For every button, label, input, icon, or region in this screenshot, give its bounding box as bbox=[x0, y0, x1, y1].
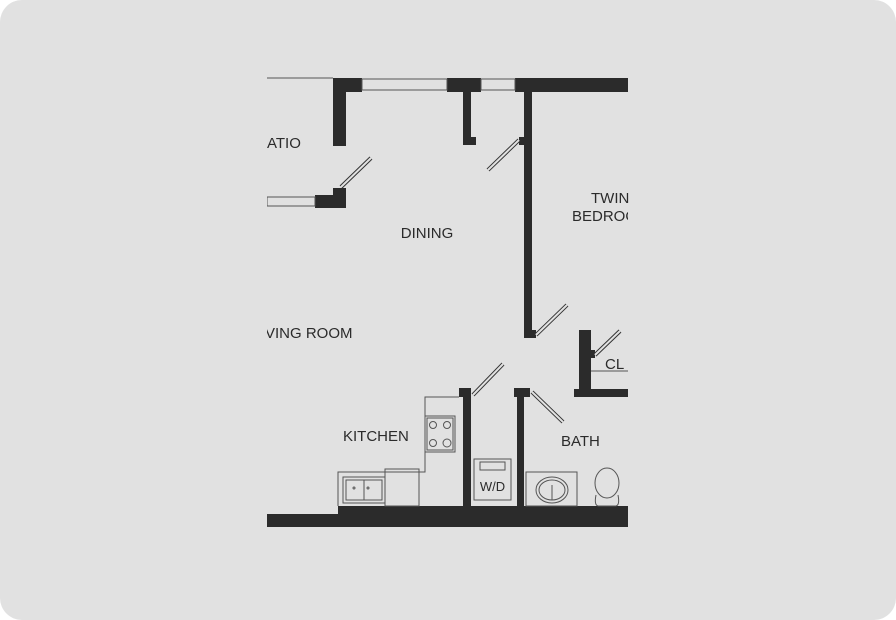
kitchen-sink-icon bbox=[342, 476, 386, 504]
room-label-twin-bedroom-2: BEDROO bbox=[572, 208, 637, 225]
windows bbox=[267, 78, 516, 207]
room-label-closet: CL bbox=[605, 356, 624, 373]
room-label-bath: BATH bbox=[561, 433, 600, 450]
room-label-dining: DINING bbox=[401, 225, 454, 242]
room-label-living-room: VING ROOM bbox=[265, 325, 353, 342]
walls bbox=[267, 78, 628, 527]
room-label-kitchen: KITCHEN bbox=[343, 428, 409, 445]
room-label-patio: ATIO bbox=[267, 135, 301, 152]
vanity-sink-icon bbox=[525, 471, 578, 507]
kitchen-counter bbox=[337, 396, 459, 506]
toilet-icon bbox=[594, 467, 620, 507]
refrigerator-icon bbox=[384, 468, 420, 507]
doors bbox=[339, 138, 622, 424]
room-label-twin-bedroom-1: TWIN bbox=[591, 190, 629, 207]
washer-dryer-icon bbox=[473, 458, 512, 501]
washer-dryer-label: W/D bbox=[480, 479, 505, 494]
stove-icon bbox=[424, 415, 456, 453]
